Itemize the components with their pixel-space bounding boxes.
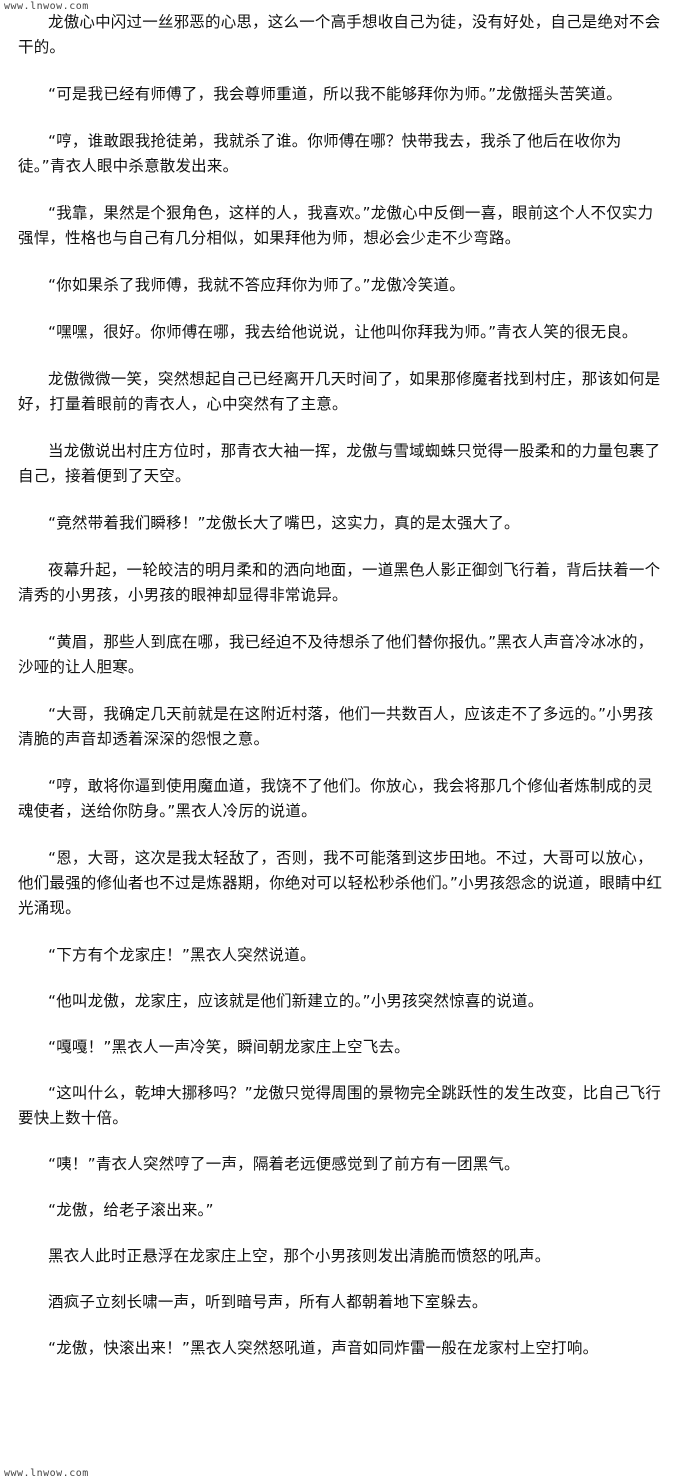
paragraph: 酒疯子立刻长啸一声，听到暗号声，所有人都朝着地下室躲去。 (48, 1293, 488, 1311)
watermark-bottom: www.lnwow.com (4, 1468, 89, 1479)
paragraph: 夜幕升起，一轮皎洁的明月柔和的洒向地面，一道黑色人影正御剑飞行着，背后扶着一个清… (18, 561, 661, 604)
paragraph: “黄眉，那些人到底在哪，我已经迫不及待想杀了他们替你报仇。”黑衣人声音冷冰冰的，… (18, 633, 654, 676)
paragraph: “他叫龙傲，龙家庄，应该就是他们新建立的。”小男孩突然惊喜的说道。 (48, 992, 544, 1010)
paragraph: 龙傲微微一笑，突然想起自己已经离开几天时间了，如果那修魔者找到村庄，那该如何是好… (18, 370, 661, 413)
paragraph: “恩，大哥，这次是我太轻敌了，否则，我不可能落到这步田地。不过，大哥可以放心，他… (18, 849, 663, 917)
paragraph: “咦！”青衣人突然哼了一声，隔着老远便感觉到了前方有一团黑气。 (48, 1155, 520, 1173)
paragraph: “龙傲，快滚出来！”黑衣人突然怒吼道，声音如同炸雷一般在龙家村上空打响。 (48, 1339, 599, 1357)
paragraph: “竟然带着我们瞬移！”龙傲长大了嘴巴，这实力，真的是太强大了。 (48, 514, 520, 532)
paragraph: 黑衣人此时正悬浮在龙家庄上空，那个小男孩则发出清脆而愤怒的吼声。 (48, 1247, 551, 1265)
paragraph: “下方有个龙家庄！”黑衣人突然说道。 (48, 946, 316, 964)
paragraph: “龙傲，给老子滚出来。” (48, 1201, 214, 1219)
paragraph: “嘎嘎！”黑衣人一声冷笑，瞬间朝龙家庄上空飞去。 (48, 1038, 410, 1056)
paragraph: “可是我已经有师傅了，我会尊师重道，所以我不能够拜你为师。”龙傲摇头苦笑道。 (48, 85, 622, 103)
paragraph: “嘿嘿，很好。你师傅在哪，我去给他说说，让他叫你拜我为师。”青衣人笑的很无良。 (48, 323, 638, 341)
paragraph: “这叫什么，乾坤大挪移吗？”龙傲只觉得周围的景物完全跳跃性的发生改变，比自己飞行… (18, 1084, 662, 1127)
paragraph: “哼，敢将你逼到使用魔血道，我饶不了他们。你放心，我会将那几个修仙者炼制成的灵魂… (18, 777, 653, 820)
paragraph: “你如果杀了我师傅，我就不答应拜你为师了。”龙傲冷笑道。 (48, 276, 465, 294)
paragraph: “哼，谁敢跟我抢徒弟，我就杀了谁。你师傅在哪？快带我去，我杀了他后在收你为徒。”… (18, 132, 622, 175)
paragraph: “我靠，果然是个狠角色，这样的人，我喜欢。”龙傲心中反倒一喜，眼前这个人不仅实力… (18, 204, 654, 247)
chapter-body: 龙傲心中闪过一丝邪恶的心思，这么一个高手想收自己为徒，没有好处，自己是绝对不会干… (18, 10, 663, 1361)
watermark-top: www.lnwow.com (4, 1, 89, 12)
paragraph: 当龙傲说出村庄方位时，那青衣大袖一挥，龙傲与雪域蜘蛛只觉得一股柔和的力量包裹了自… (18, 442, 661, 485)
paragraph: 龙傲心中闪过一丝邪恶的心思，这么一个高手想收自己为徒，没有好处，自己是绝对不会干… (18, 13, 661, 56)
paragraph: “大哥，我确定几天前就是在这附近村落，他们一共数百人，应该走不了多远的。”小男孩… (18, 705, 654, 748)
